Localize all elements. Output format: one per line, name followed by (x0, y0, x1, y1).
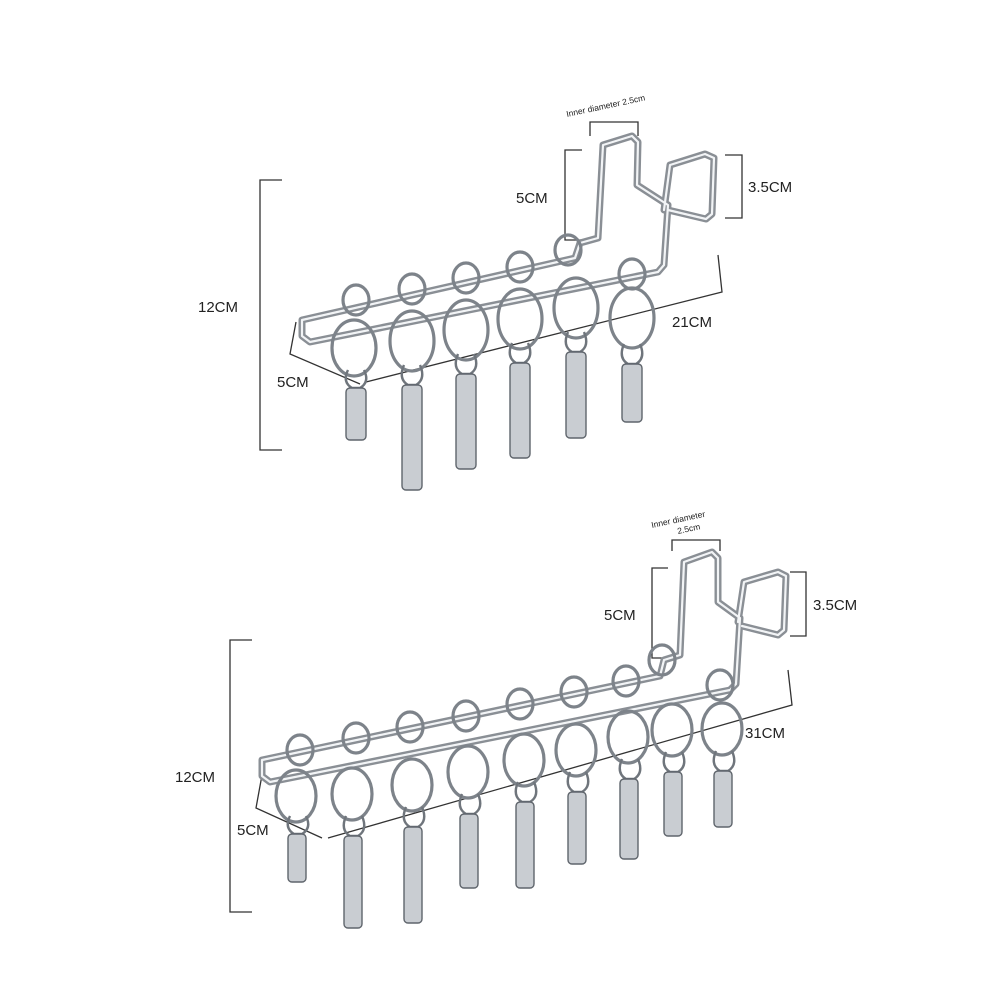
loop-clip-9 (700, 668, 744, 828)
depth-label: 5CM (237, 822, 269, 839)
loop-clip-1 (330, 283, 378, 441)
hanger-frame-bottom (258, 548, 790, 786)
loop-clip-3 (442, 261, 490, 470)
loop-clip-2 (341, 721, 371, 755)
depth-label: 5CM (277, 374, 309, 391)
clothes-peg (713, 770, 733, 828)
clothes-peg (403, 826, 423, 924)
clothes-peg (663, 771, 683, 837)
inner-diameter-label-line2: 2.5cm (676, 521, 701, 536)
inner-diameter-bracket (671, 539, 721, 551)
loop-clip-8 (647, 643, 694, 837)
total-height-bracket (259, 179, 282, 451)
length-label: 31CM (745, 725, 785, 742)
hanger-top: 12CM 5CM 3.5CM Inner diameter 2.5cm 21CM… (198, 92, 792, 491)
loop-height-bracket (725, 154, 743, 219)
hanger-frame-top (298, 132, 718, 346)
clothes-peg (565, 351, 587, 439)
clothes-peg (509, 362, 531, 459)
loop-clip-2 (388, 272, 436, 491)
depth-bracket (289, 321, 361, 385)
dimension-lines-top (259, 121, 743, 451)
clothes-peg (567, 791, 587, 865)
loop-clip-7 (606, 664, 650, 860)
hook-height-bracket (651, 567, 668, 659)
hook-loop-height-label: 3.5CM (813, 597, 857, 614)
loop-clip-5 (502, 687, 546, 889)
clip-ring (330, 318, 378, 378)
clothes-peg (455, 373, 477, 470)
hook-loop-height-label: 3.5CM (748, 179, 792, 196)
hook-height-label: 5CM (516, 190, 548, 207)
depth-bracket (255, 774, 323, 839)
total-height-bracket (229, 639, 252, 913)
loop-clip-3 (390, 710, 434, 924)
loop-clip-5 (552, 233, 600, 439)
length-line (327, 669, 793, 839)
clothes-peg (515, 801, 535, 889)
length-line (365, 254, 723, 383)
hanger-bottom: 12CM 5CM 3.5CM Inner diameter 2.5cm 31CM… (175, 509, 857, 929)
inner-diameter-label: Inner diameter 2.5cm (565, 92, 646, 118)
clothes-peg (345, 387, 367, 441)
clothes-peg (343, 835, 363, 929)
loop-clip-1 (274, 733, 374, 929)
dimension-lines-bottom (229, 539, 807, 913)
loop-clip-4 (496, 250, 544, 459)
clothes-peg (621, 363, 643, 423)
clothes-peg (459, 813, 479, 889)
hook-height-bracket (564, 149, 582, 241)
clothes-peg (619, 778, 639, 860)
loop-clip-group-top (330, 233, 656, 491)
loop-clip-4 (446, 699, 490, 889)
loop-height-bracket (790, 571, 807, 637)
total-height-label: 12CM (198, 299, 238, 316)
clothes-peg (401, 384, 423, 491)
length-label: 21CM (672, 314, 712, 331)
loop-clip-6 (608, 257, 656, 423)
inner-diameter-bracket (589, 121, 639, 136)
hook-height-label: 5CM (604, 607, 636, 624)
total-height-label: 12CM (175, 769, 215, 786)
loop-clip-6 (554, 675, 598, 865)
clothes-peg (287, 833, 307, 883)
loop-clip-group-bottom (274, 643, 744, 929)
hanging-ring (341, 283, 371, 317)
